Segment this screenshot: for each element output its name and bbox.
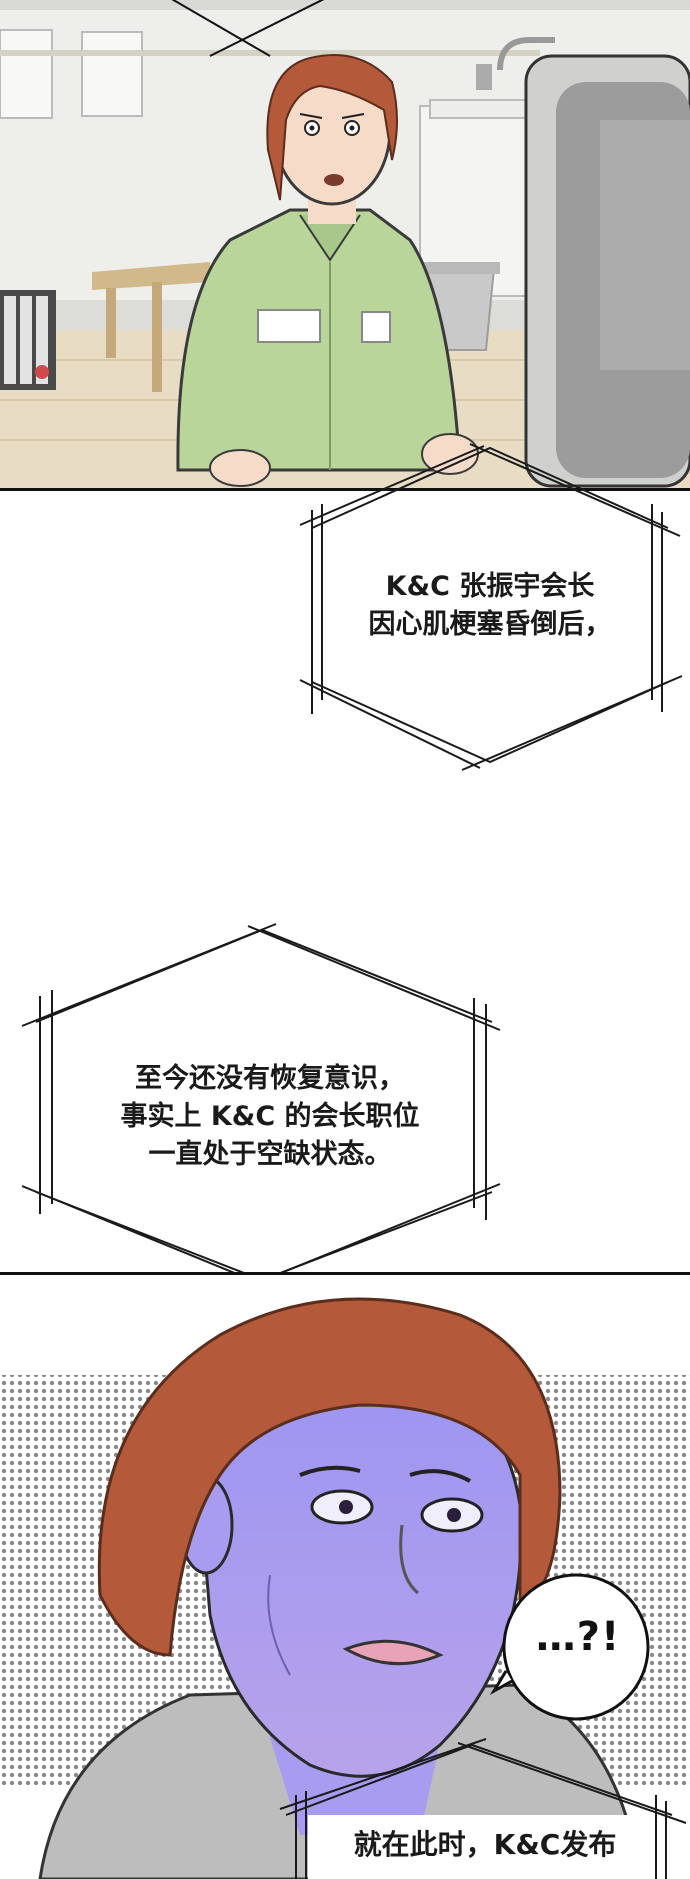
caption-frame-2-bottom bbox=[35, 1191, 493, 1282]
caption-frame-3 bbox=[279, 1738, 687, 1879]
caption-2-line-3: 一直处于空缺状态。 bbox=[148, 1139, 392, 1170]
narration-caption-1: K&C 张振宇会长 因心肌梗塞昏倒后， bbox=[330, 568, 650, 644]
narration-caption-2: 至今还没有恢复意识， 事实上 K&C 的会长职位 一直处于空缺状态。 bbox=[60, 1060, 480, 1174]
name-tag bbox=[257, 309, 321, 343]
caption-frame-2-top bbox=[35, 928, 493, 1023]
caption-2-line-2: 事实上 K&C 的会长职位 bbox=[120, 1101, 420, 1132]
top-comic-panel bbox=[0, 0, 690, 491]
speech-bubble-text: …?! bbox=[535, 1614, 621, 1660]
wall-paper bbox=[81, 31, 143, 117]
top-panel-illustration bbox=[0, 0, 690, 488]
caption-2-line-1: 至今还没有恢复意识， bbox=[135, 1063, 405, 1094]
caption-3-line-1: 就在此时，K&C发布 bbox=[353, 1828, 617, 1861]
caption-1-line-2: 因心肌梗塞昏倒后， bbox=[368, 609, 612, 640]
name-tag bbox=[361, 311, 391, 343]
wall-paper bbox=[0, 29, 53, 119]
caption-1-line-1: K&C 张振宇会长 bbox=[385, 571, 595, 602]
caption-frame-1-bottom bbox=[311, 681, 669, 764]
narration-caption-3: 就在此时，K&C发布 bbox=[300, 1826, 670, 1864]
binders bbox=[0, 290, 56, 390]
monitor bbox=[524, 54, 690, 488]
top-caption-frame bbox=[171, 0, 325, 57]
bottom-panel-illustration bbox=[0, 1275, 690, 1879]
mouth bbox=[342, 1639, 444, 1666]
speech-bubble bbox=[502, 1573, 650, 1721]
sink-cabinet bbox=[419, 37, 555, 297]
low-table bbox=[92, 262, 210, 392]
bottom-comic-panel bbox=[0, 1272, 690, 1879]
man-in-green-uniform bbox=[176, 54, 479, 487]
